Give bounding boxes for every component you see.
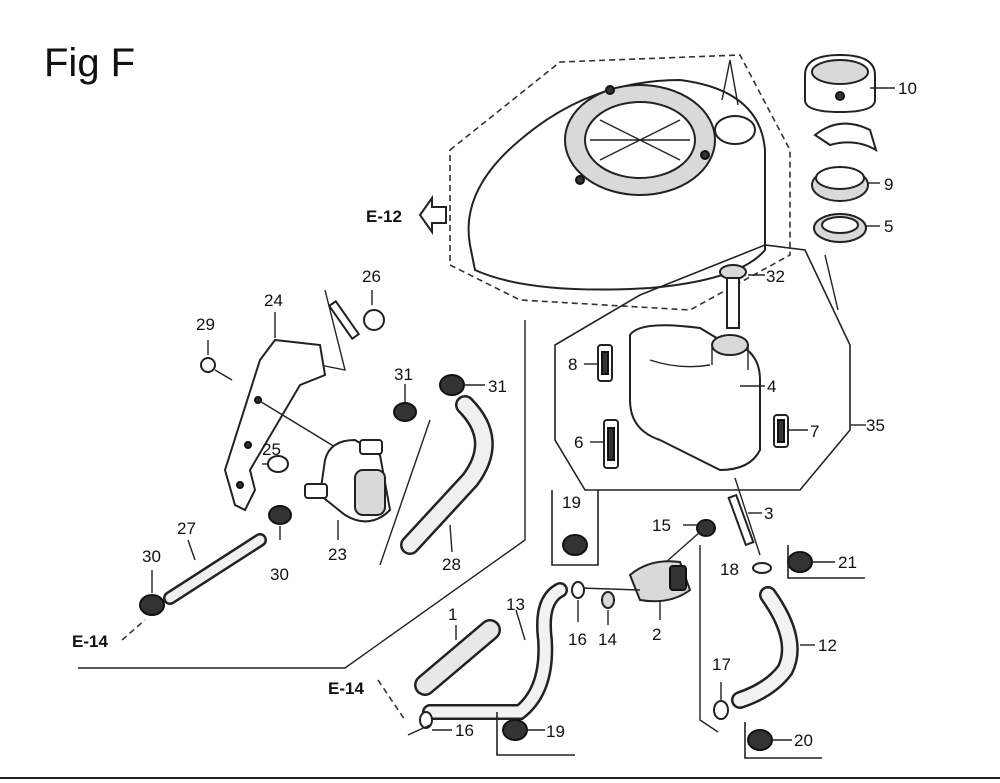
clip-21: 21 [787, 545, 865, 579]
tank-seal: 5 [813, 213, 893, 311]
callout-5: 5 [884, 217, 893, 236]
washer-18: 18 [720, 560, 772, 579]
callout-27: 27 [177, 519, 196, 538]
clip-16-top: 16 [568, 581, 587, 649]
callout-7: 7 [810, 422, 819, 441]
callout-26: 26 [362, 267, 381, 286]
shroud-cover [449, 54, 791, 311]
clip-31-valve: 31 [379, 365, 431, 566]
callout-8: 8 [568, 355, 577, 374]
fuel-valve-23: 23 [304, 438, 392, 564]
callout-3: 3 [764, 504, 773, 523]
callout-21: 21 [838, 553, 857, 572]
callout-30-left: 30 [142, 547, 161, 566]
callout-31-hose: 31 [488, 377, 507, 396]
callout-23: 23 [328, 545, 347, 564]
clip-30-right: 30 [268, 505, 292, 584]
callout-4: 4 [767, 377, 776, 396]
callout-19-lower: 19 [546, 722, 565, 741]
joint-2: 2 [628, 560, 692, 644]
callout-24: 24 [264, 291, 283, 310]
clip-16-bottom: 16 [407, 711, 474, 740]
clip-19-lower: 19 [496, 712, 575, 756]
fuel-strainer: 9 [811, 166, 893, 202]
long-divider-line [78, 320, 526, 669]
callout-1: 1 [448, 605, 457, 624]
fuel-tube-12: 12 [731, 586, 837, 709]
e14-reference-left: E-14 [72, 619, 146, 651]
screw-29: 29 [196, 315, 233, 381]
cap-gasket [813, 122, 878, 153]
callout-29: 29 [196, 315, 215, 334]
tube-1: 1 [414, 605, 501, 696]
e14-bottom-label: E-14 [328, 679, 364, 698]
fuel-gauge: 32 [719, 264, 785, 329]
callout-35: 35 [866, 416, 885, 435]
clip-17: 17 [699, 545, 731, 733]
callout-17: 17 [712, 655, 731, 674]
clip-31-hose: 31 [439, 374, 507, 396]
callout-2: 2 [652, 625, 661, 644]
callout-30-right: 30 [270, 565, 289, 584]
fuel-cap: 10 [804, 53, 917, 114]
callout-6: 6 [574, 433, 583, 452]
seal-14: 14 [579, 587, 641, 649]
bolt-3: 3 [727, 477, 773, 556]
clip-19-upper: 19 [551, 490, 599, 566]
pipe-27: 27 [163, 519, 267, 605]
callout-9: 9 [884, 175, 893, 194]
callout-19-upper: 19 [562, 493, 581, 512]
tank-cushion-7: 7 [773, 414, 819, 448]
clip-20: 20 [744, 722, 822, 759]
callout-16-bottom: 16 [455, 721, 474, 740]
fuel-tank: 4 [629, 324, 776, 472]
callout-31-valve: 31 [394, 365, 413, 384]
fuel-tank-group: 35 [554, 244, 885, 491]
callout-18: 18 [720, 560, 739, 579]
callout-32: 32 [766, 267, 785, 286]
e14-left-label: E-14 [72, 632, 108, 651]
callout-25: 25 [262, 440, 281, 459]
callout-20: 20 [794, 731, 813, 750]
bracket-24: 24 [223, 291, 327, 512]
fuel-tube-13: 13 [422, 582, 568, 720]
callout-28: 28 [442, 555, 461, 574]
bolt-26: 26 [319, 267, 385, 371]
callout-14: 14 [598, 630, 617, 649]
callout-10: 10 [898, 79, 917, 98]
e14-reference-bottom: E-14 [328, 679, 406, 721]
tank-cushion-8: 8 [568, 344, 613, 382]
tank-cushion-6: 6 [574, 419, 619, 469]
callout-13: 13 [506, 595, 525, 614]
callout-12: 12 [818, 636, 837, 655]
fuel-hose-28: 28 [400, 395, 494, 574]
screw-25: 25 [257, 399, 341, 473]
figure-title: Fig F [44, 41, 135, 85]
e12-label: E-12 [366, 207, 402, 226]
clip-30-left: 30 [139, 547, 165, 616]
callout-16-top: 16 [568, 630, 587, 649]
callout-15: 15 [652, 516, 671, 535]
e12-reference: E-12 [366, 194, 447, 236]
